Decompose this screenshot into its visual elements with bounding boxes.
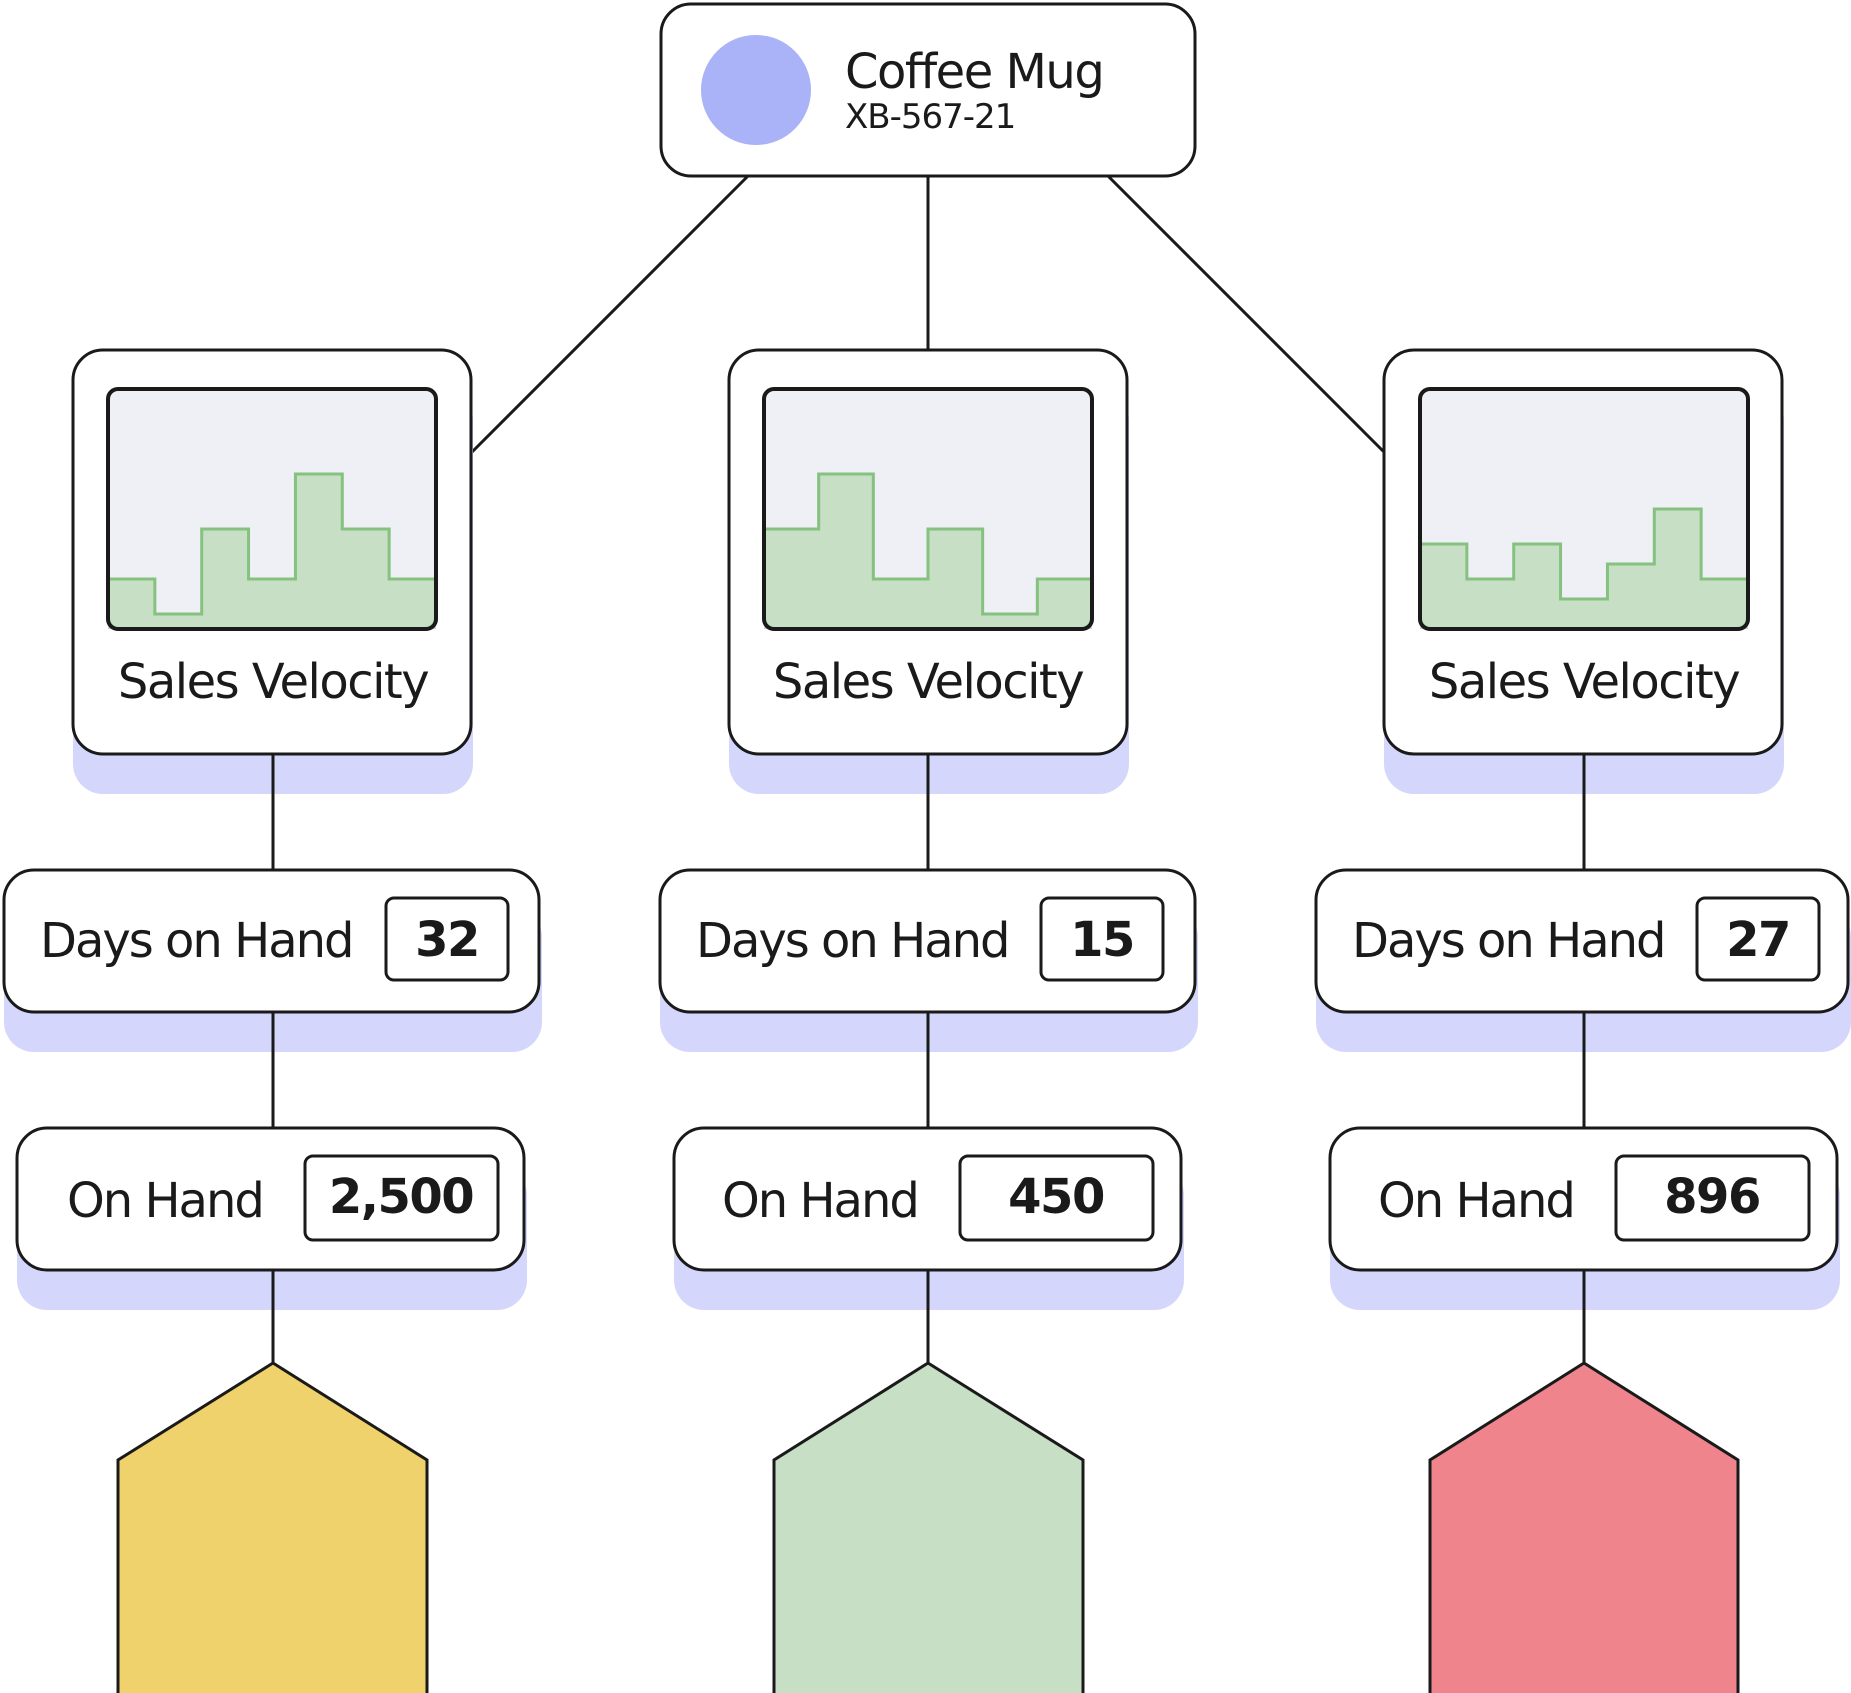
product-card[interactable] [659,2,1197,178]
velocity-chart-area [1420,509,1748,629]
product-name: Coffee Mug [845,44,1103,100]
house-icon [116,1361,429,1693]
product-avatar-icon [701,35,811,145]
product-connectors [469,174,1387,455]
velocity-label: Sales Velocity [773,654,1083,710]
onhand-value-box [958,1154,1155,1242]
days-value-box [384,896,510,982]
onhand-value-box [1614,1154,1811,1242]
velocity-chart-frame [1418,387,1750,631]
velocity-chart-line [764,472,1092,616]
velocity-chart-line [108,472,436,616]
days-value: 27 [1726,912,1790,968]
days-value: 15 [1070,912,1134,968]
house-icon [772,1361,1085,1693]
onhand-label: On Hand [67,1173,263,1229]
onhand-value: 896 [1664,1169,1760,1225]
days-label: Days on Hand [1352,913,1665,969]
days-value-box [1039,896,1165,982]
branch-3: Sales Velocity Days on Hand 27 On Hand 8… [1314,348,1851,1693]
onhand-value: 450 [1008,1169,1104,1225]
days-value-box [1695,896,1821,982]
velocity-label: Sales Velocity [1429,654,1739,710]
onhand-label: On Hand [722,1173,918,1229]
velocity-chart-line [1420,507,1748,601]
product-node[interactable]: Coffee Mug XB-567-21 [659,2,1197,178]
velocity-label: Sales Velocity [118,654,428,710]
velocity-chart-frame [106,387,438,631]
days-label: Days on Hand [696,913,1009,969]
velocity-chart-frame [762,387,1094,631]
days-label: Days on Hand [40,913,353,969]
days-value: 32 [415,912,479,968]
branch-2: Sales Velocity Days on Hand 15 On Hand 4… [658,348,1198,1693]
connector-product-branch-3 [1106,174,1387,455]
connector-product-branch-1 [469,174,750,455]
branch-1: Sales Velocity Days on Hand 32 On Hand 2… [2,348,542,1693]
velocity-chart-area [108,474,436,629]
onhand-value: 2,500 [329,1169,473,1225]
house-icon [1428,1361,1740,1693]
product-sku: XB-567-21 [845,97,1015,137]
onhand-label: On Hand [1378,1173,1574,1229]
onhand-value-box [303,1154,500,1242]
